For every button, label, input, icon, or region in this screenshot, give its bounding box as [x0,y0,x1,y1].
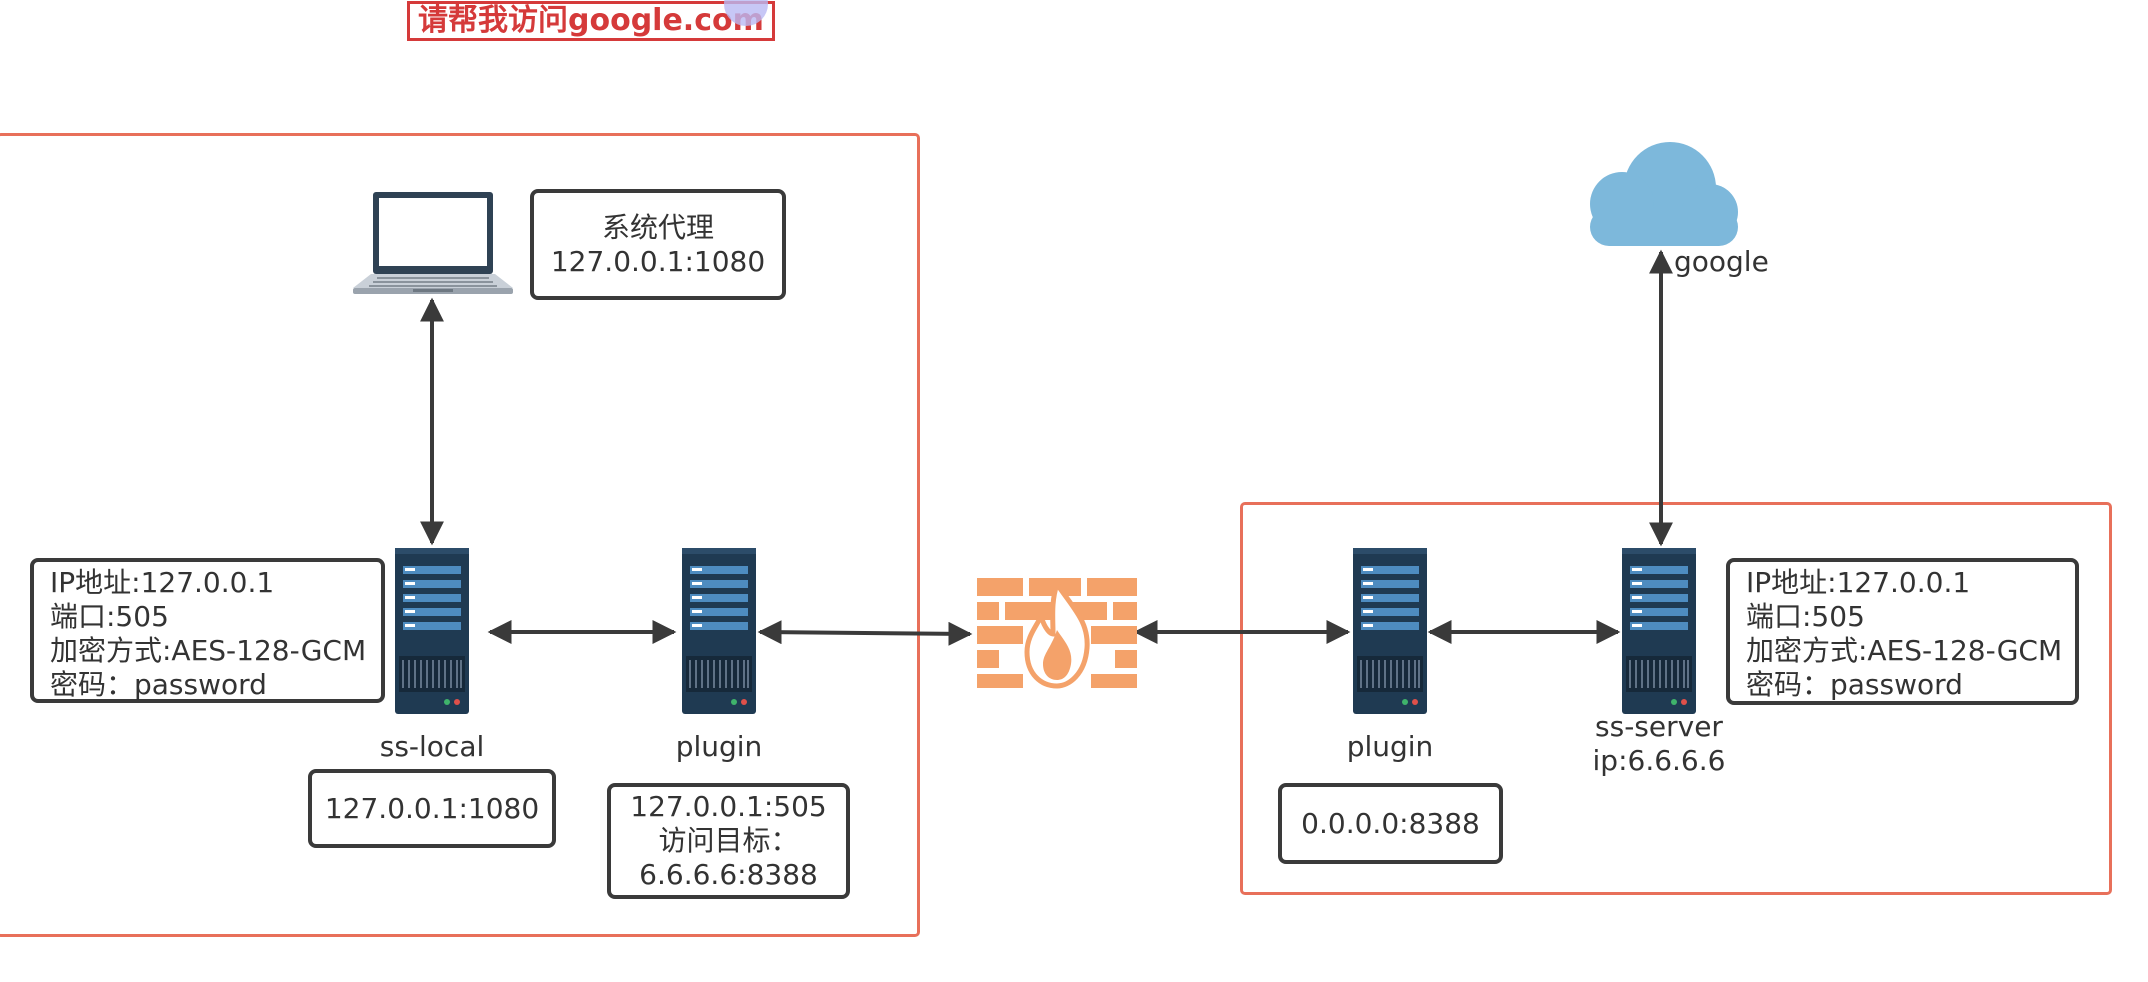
plugin-firewall-link [757,620,973,646]
server-ip-line: IP地址:127.0.0.1 [1746,566,1971,599]
server-password-line: 密码：password [1746,668,1963,701]
ss-server-ip: ip:6.6.6.6 [1592,744,1726,777]
cloud-icon [1590,142,1738,246]
ss-local-label: ss-local [379,730,485,763]
local-password-line: 密码：password [50,668,267,701]
left-plugin-server-icon [682,548,756,714]
left-plugin-target: 6.6.6.6:8388 [639,858,818,891]
ss-server-label: ss-server ip:6.6.6.6 [1589,710,1729,778]
page-title: 请帮我访问google.com [407,1,775,41]
local-cipher-line: 加密方式:AES-128-GCM [50,634,367,667]
ss-server-name: ss-server [1595,710,1723,743]
laptop-icon [353,192,513,294]
local-ip-line: IP地址:127.0.0.1 [50,566,275,599]
server-config-note: IP地址:127.0.0.1 端口:505 加密方式:AES-128-GCM 密… [1726,558,2079,705]
right-plugin-address: 0.0.0.0:8388 [1301,806,1480,840]
server-port-line: 端口:505 [1746,600,1865,633]
left-plugin-address: 127.0.0.1:505 [630,790,827,823]
right-plugin-label: plugin [1346,730,1434,763]
left-plugin-note: 127.0.0.1:505 访问目标： 6.6.6.6:8388 [607,783,850,899]
ss-server-icon [1622,548,1696,714]
google-label: google [1674,245,1769,278]
local-port-line: 端口:505 [50,600,169,633]
server-group-box [1240,502,2112,895]
client-group-box [0,133,920,937]
firewall-icon [977,578,1137,689]
left-plugin-label: plugin [675,730,763,763]
ss-local-address-note: 127.0.0.1:1080 [308,769,556,848]
server-cipher-line: 加密方式:AES-128-GCM [1746,634,2063,667]
system-proxy-note: 系统代理 127.0.0.1:1080 [530,189,786,300]
system-proxy-address: 127.0.0.1:1080 [550,244,766,278]
system-proxy-title: 系统代理 [601,210,714,244]
ss-local-address: 127.0.0.1:1080 [324,791,540,825]
ss-local-server-icon [395,548,469,714]
right-plugin-server-icon [1353,548,1427,714]
local-config-note: IP地址:127.0.0.1 端口:505 加密方式:AES-128-GCM 密… [30,558,385,703]
right-plugin-address-note: 0.0.0.0:8388 [1278,783,1503,864]
left-plugin-target-label: 访问目标： [658,824,799,857]
